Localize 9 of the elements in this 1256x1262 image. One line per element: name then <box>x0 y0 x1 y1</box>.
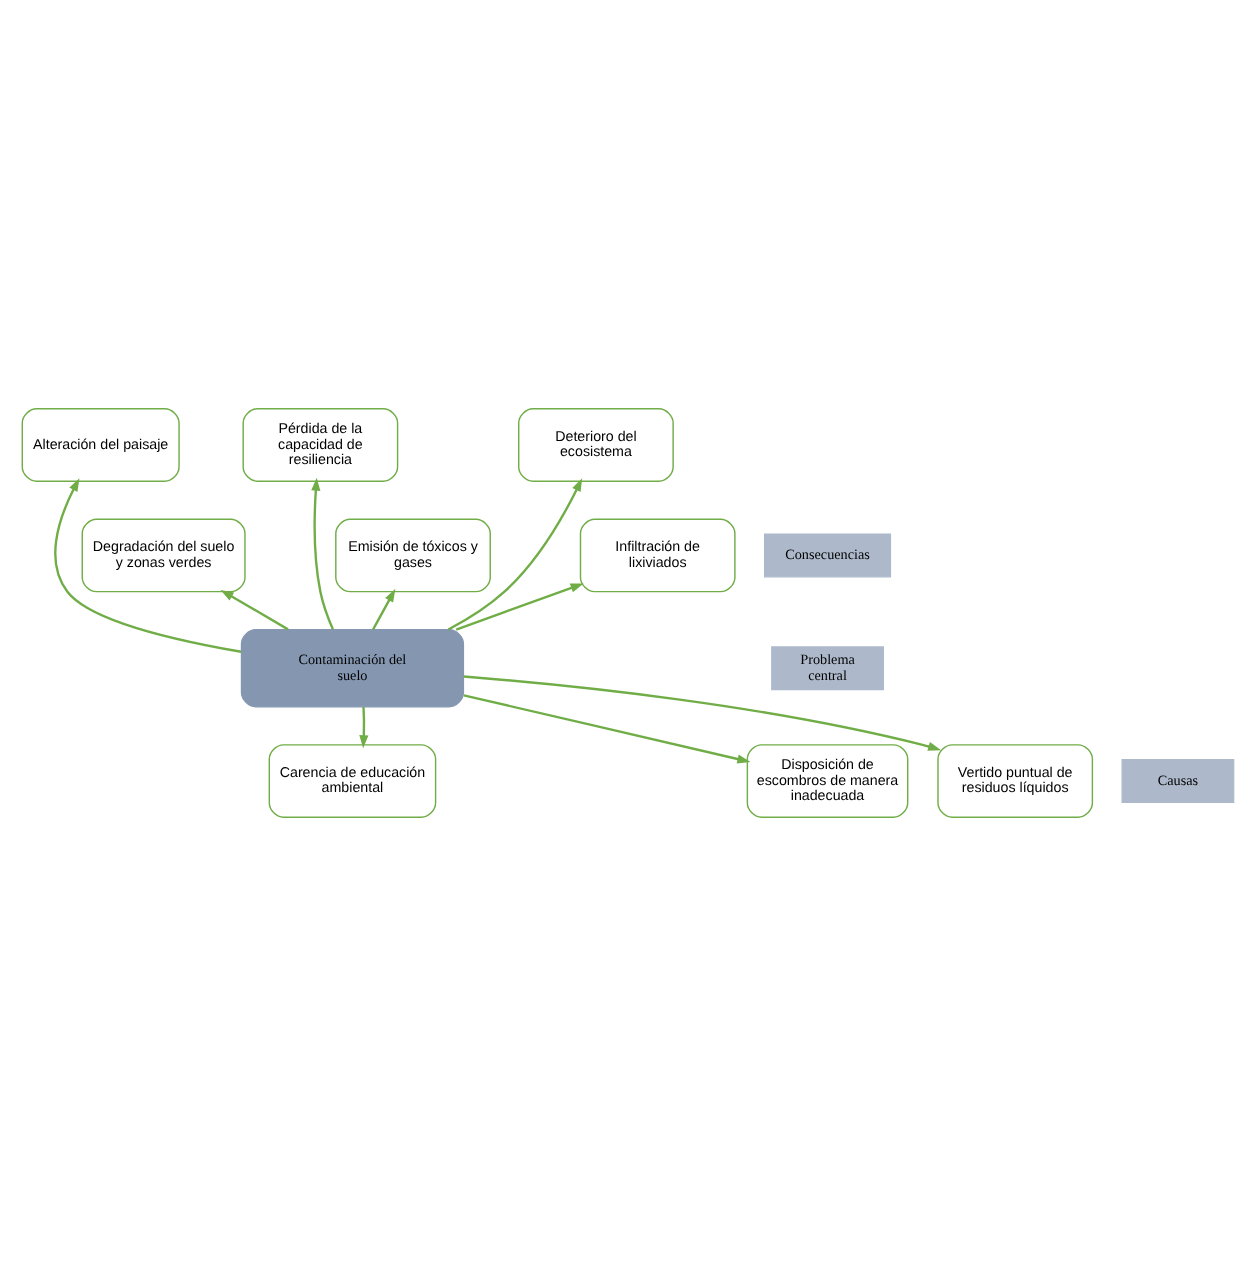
arrow <box>463 694 751 764</box>
arrow <box>311 477 334 630</box>
arrow <box>220 589 289 631</box>
arrow <box>359 706 369 749</box>
arrow <box>455 583 584 631</box>
arrow <box>463 675 942 751</box>
arrow <box>54 478 242 653</box>
arrow <box>447 478 583 631</box>
arrow <box>372 588 396 630</box>
